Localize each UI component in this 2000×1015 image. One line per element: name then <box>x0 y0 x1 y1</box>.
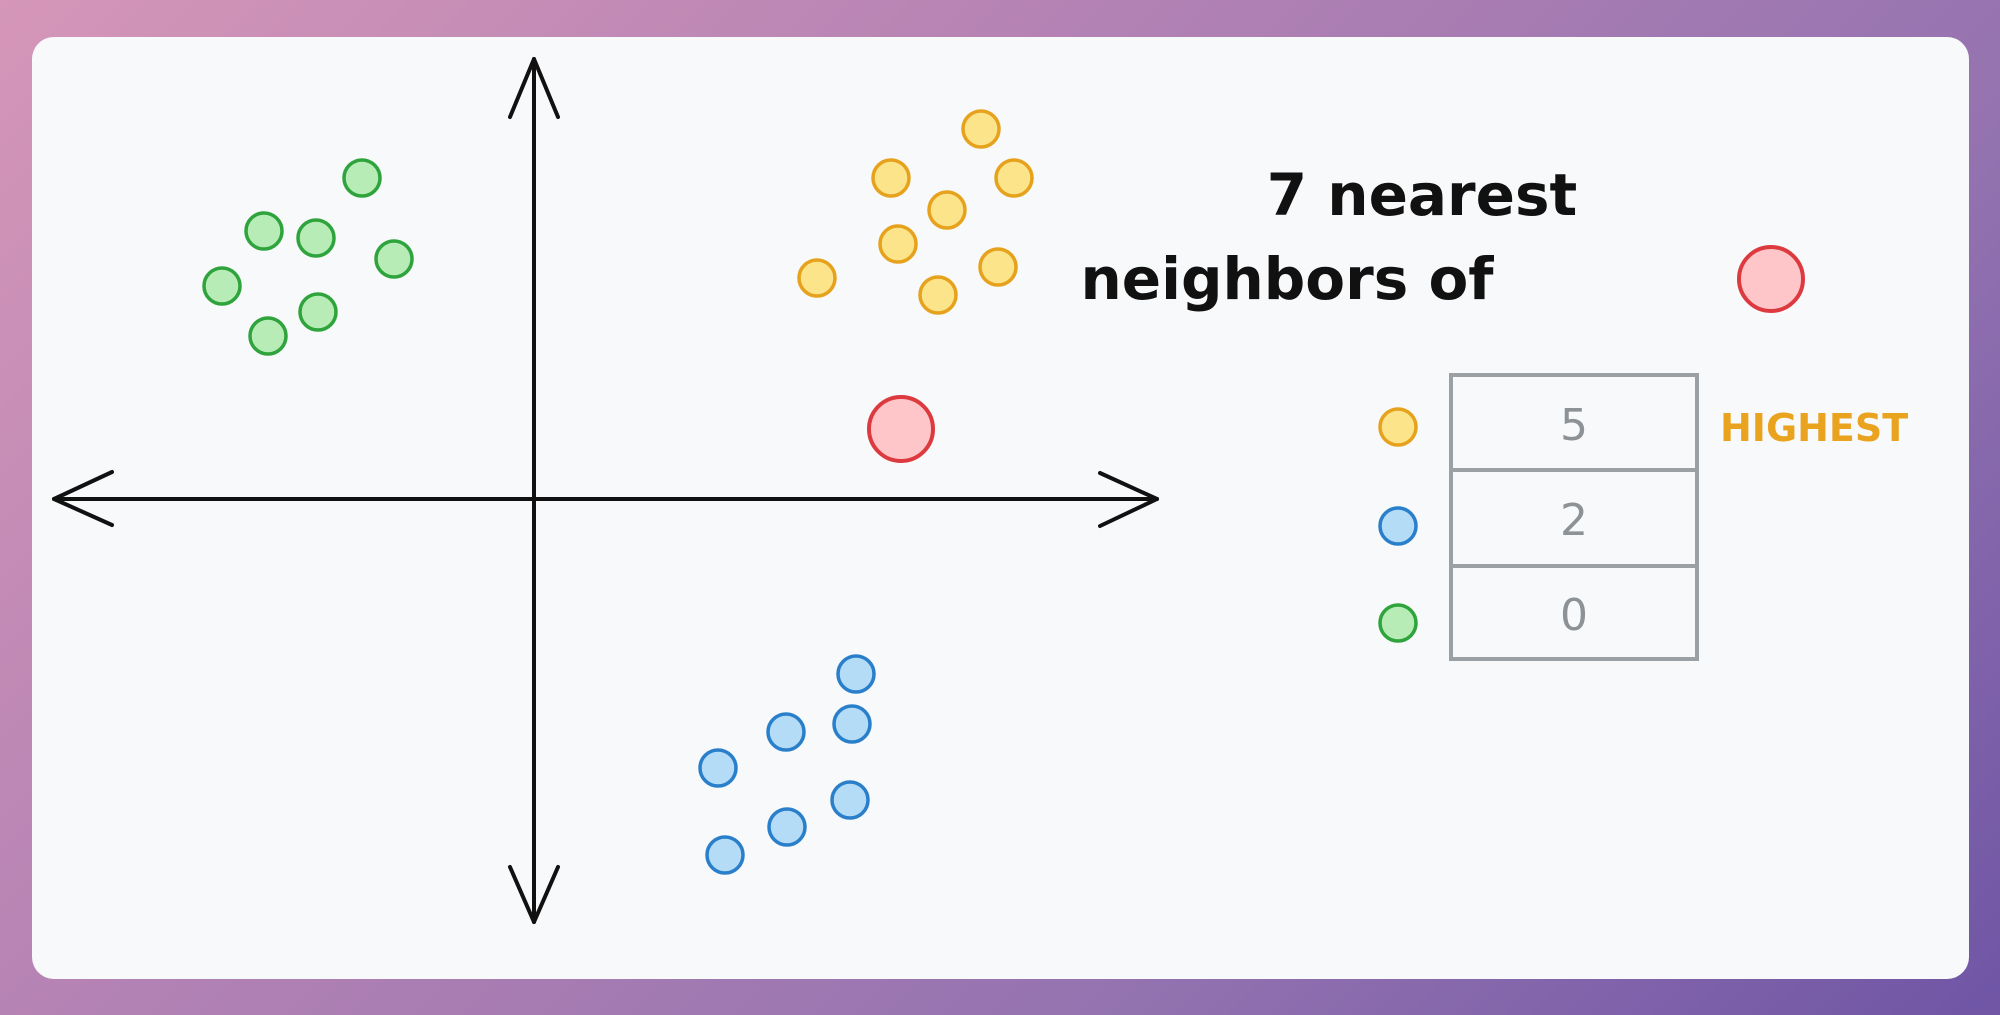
blue-point <box>830 780 870 820</box>
green-point <box>342 158 382 198</box>
green-point <box>248 316 288 356</box>
blue-point <box>698 748 738 788</box>
diagram-card: 7 nearest neighbors of 5 2 0 HIGHEST <box>32 37 1969 979</box>
knn-diagram: 7 nearest neighbors of 5 2 0 HIGHEST <box>52 57 1908 924</box>
green-cluster <box>202 158 414 356</box>
blue-point <box>767 807 807 847</box>
yellow-cluster <box>797 109 1034 315</box>
y-axis-up-arrow <box>508 57 560 119</box>
legend-yellow-dot <box>1378 407 1418 447</box>
title-line-2: neighbors of <box>1080 245 1494 313</box>
legend-green-dot <box>1378 603 1418 643</box>
green-point <box>202 266 242 306</box>
blue-point <box>832 704 872 744</box>
green-point <box>374 239 414 279</box>
yellow-point <box>994 158 1034 198</box>
y-axis-down-arrow <box>508 865 560 924</box>
highest-label: HIGHEST <box>1720 406 1908 450</box>
blue-cluster <box>698 654 876 875</box>
count-green: 0 <box>1560 590 1588 641</box>
blue-point <box>705 835 745 875</box>
yellow-point <box>978 247 1018 287</box>
green-point <box>298 292 338 332</box>
x-axis-left-arrow <box>52 470 114 527</box>
yellow-point <box>878 224 918 264</box>
yellow-point <box>927 190 967 230</box>
neighbor-count-table: 5 2 0 HIGHEST <box>1378 373 1908 661</box>
green-point <box>244 211 284 251</box>
green-point <box>296 218 336 258</box>
count-yellow: 5 <box>1560 400 1588 451</box>
axes <box>52 57 1159 924</box>
blue-point <box>836 654 876 694</box>
legend-query-point-red <box>1737 245 1805 313</box>
legend-blue-dot <box>1378 506 1418 546</box>
title-line-1: 7 nearest <box>1267 161 1578 229</box>
count-blue: 2 <box>1560 495 1588 546</box>
yellow-point <box>797 258 837 298</box>
yellow-point <box>871 158 911 198</box>
yellow-point <box>918 275 958 315</box>
blue-point <box>766 712 806 752</box>
table-cell-green <box>1449 564 1699 661</box>
query-point-red <box>867 395 935 463</box>
yellow-point <box>961 109 1001 149</box>
x-axis-right-arrow <box>1098 471 1159 528</box>
